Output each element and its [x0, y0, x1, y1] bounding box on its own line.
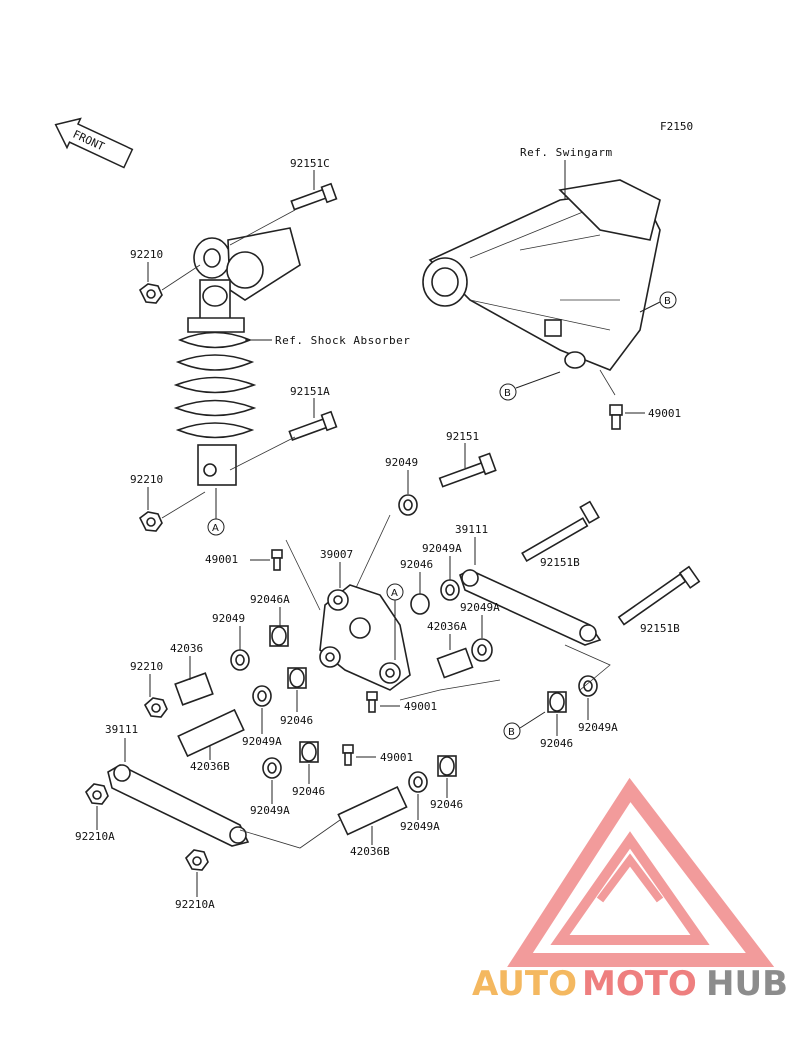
- bolt-92151B-b: [617, 565, 701, 626]
- label-49001-b: 49001: [404, 700, 437, 713]
- label-92046-d: 92046: [540, 737, 573, 750]
- label-92049A-f: 92049A: [400, 820, 440, 833]
- collar-92046-b: [287, 667, 307, 689]
- washer-92049A-mid-right: [471, 638, 493, 662]
- logo-text-auto: AUTO: [472, 964, 577, 1004]
- link-39111-left: [107, 764, 250, 847]
- shock-absorber-illustration: [173, 227, 301, 486]
- grease-nipple-lower: [342, 744, 354, 766]
- label-49001-a: 49001: [205, 553, 238, 566]
- shock-ref: Ref. Shock Absorber: [275, 334, 410, 347]
- label-92046-b: 92046: [280, 714, 313, 727]
- svg-text:A: A: [391, 588, 398, 599]
- label-92151: 92151: [446, 430, 479, 443]
- label-92151A: 92151A: [290, 385, 330, 398]
- sleeve-42036: [174, 672, 214, 706]
- sleeve-42036A: [436, 647, 474, 679]
- front-arrow-icon: FRONT: [54, 117, 134, 169]
- label-92046-a: 92046: [400, 558, 433, 571]
- label-92151B-b: 92151B: [640, 622, 680, 635]
- sleeve-42036B-bottom: [337, 786, 408, 836]
- nut-92210-lower: [143, 697, 168, 718]
- washer-92049A-right-lower: [578, 675, 598, 697]
- collar-92046-e: [437, 755, 457, 777]
- label-92049-a: 92049: [385, 456, 418, 469]
- bolt-92151A: [288, 410, 338, 441]
- label-92151C: 92151C: [290, 157, 330, 170]
- bolt-92151: [438, 452, 497, 488]
- label-92210-a: 92210: [130, 248, 163, 261]
- bolt-92151B-a: [521, 500, 600, 563]
- collar-92046-a: [410, 593, 430, 615]
- washer-92049A-bottom: [408, 771, 428, 793]
- rocker-arm-39007: [319, 584, 411, 691]
- label-92049A-a: 92049A: [422, 542, 462, 555]
- label-92049A-e: 92049A: [578, 721, 618, 734]
- label-92210-b: 92210: [130, 473, 163, 486]
- svg-text:B: B: [664, 296, 671, 307]
- callout-b-2: [499, 383, 517, 401]
- label-92049A-b: 92049A: [460, 601, 500, 614]
- nut-92210-middle: [138, 511, 163, 532]
- swingarm-ref: Ref. Swingarm: [520, 146, 613, 159]
- label-92210-c: 92210: [130, 660, 163, 673]
- label-39111-b: 39111: [105, 723, 138, 736]
- nut-92210-top: [138, 283, 163, 304]
- washer-92049A-left-mid: [252, 685, 272, 707]
- label-49001-c: 49001: [380, 751, 413, 764]
- label-42036: 42036: [170, 642, 203, 655]
- grease-nipple-left: [271, 549, 283, 571]
- grease-nipple-top: [609, 404, 623, 430]
- logo-text-hub: HUB: [706, 964, 788, 1004]
- nut-92210A-bottom: [185, 849, 209, 871]
- bolt-92151C: [290, 182, 338, 211]
- svg-text:A: A: [212, 523, 219, 534]
- label-92151B-a: 92151B: [540, 556, 580, 569]
- svg-text:B: B: [508, 727, 515, 738]
- label-39111-a: 39111: [455, 523, 488, 536]
- callout-b-1: [659, 291, 677, 309]
- washer-92049-left: [230, 649, 250, 671]
- grease-nipple-mid: [366, 691, 378, 713]
- collar-92046-d: [547, 691, 567, 713]
- callout-b-3: [503, 722, 521, 740]
- logo-text-moto: MOTO: [582, 964, 697, 1004]
- label-92049A-d: 92049A: [250, 804, 290, 817]
- figure-code: F2150: [660, 120, 693, 133]
- svg-text:B: B: [504, 388, 511, 399]
- label-42036A: 42036A: [427, 620, 467, 633]
- label-92049-b: 92049: [212, 612, 245, 625]
- collar-92046A: [269, 625, 289, 647]
- label-92046-c: 92046: [292, 785, 325, 798]
- swingarm-illustration: [422, 179, 661, 396]
- label-49001-swingarm: 49001: [648, 407, 681, 420]
- label-42036B-a: 42036B: [190, 760, 230, 773]
- label-92046-e: 92046: [430, 798, 463, 811]
- label-42036B-b: 42036B: [350, 845, 390, 858]
- nut-92210A-left: [85, 783, 109, 805]
- sleeve-42036B-left: [177, 708, 245, 758]
- washer-92049A-right-top: [440, 579, 460, 601]
- label-92046A: 92046A: [250, 593, 290, 606]
- washer-92049A-lower-left: [262, 757, 282, 779]
- link-39111-right: [459, 569, 602, 646]
- collar-92046-c: [299, 741, 319, 763]
- label-92210A-b: 92210A: [175, 898, 215, 911]
- automotohub-logo: AUTO MOTO HUB: [472, 777, 788, 1004]
- washer-92049-top: [398, 494, 418, 516]
- label-39007: 39007: [320, 548, 353, 561]
- label-92049A-c: 92049A: [242, 735, 282, 748]
- label-92210A-a: 92210A: [75, 830, 115, 843]
